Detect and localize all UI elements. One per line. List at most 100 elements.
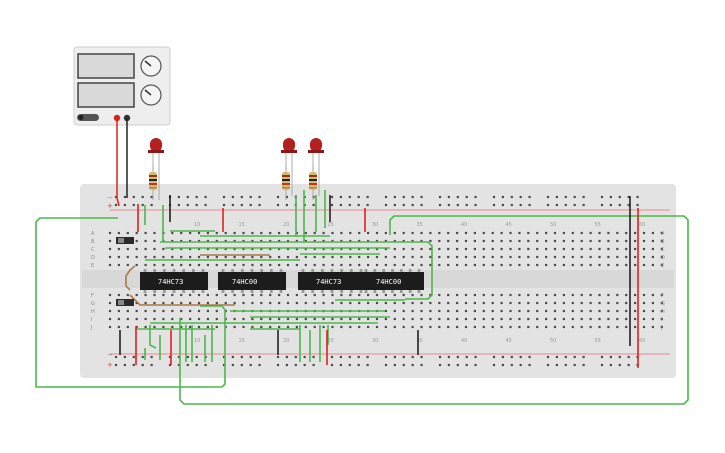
breadboard-hole[interactable] — [536, 301, 539, 305]
breadboard-hole[interactable] — [304, 239, 307, 243]
breadboard-hole[interactable] — [491, 255, 494, 259]
breadboard-hole[interactable] — [294, 363, 297, 367]
breadboard-hole[interactable] — [402, 247, 405, 251]
breadboard-hole[interactable] — [411, 301, 414, 305]
breadboard-hole[interactable] — [108, 309, 112, 313]
breadboard-hole[interactable] — [195, 363, 198, 367]
breadboard-hole[interactable] — [634, 325, 637, 329]
breadboard-hole[interactable] — [339, 363, 342, 367]
breadboard-hole[interactable] — [278, 263, 281, 267]
breadboard-hole[interactable] — [150, 195, 153, 199]
breadboard-hole[interactable] — [135, 247, 138, 251]
breadboard-hole[interactable] — [660, 309, 663, 313]
breadboard-hole[interactable] — [258, 355, 261, 359]
breadboard-hole[interactable] — [402, 293, 405, 297]
breadboard-hole[interactable] — [660, 325, 663, 329]
breadboard-hole[interactable] — [609, 363, 612, 367]
breadboard-hole[interactable] — [429, 301, 432, 305]
breadboard-hole[interactable] — [195, 203, 198, 207]
breadboard-hole[interactable] — [580, 301, 583, 305]
breadboard-hole[interactable] — [135, 263, 138, 267]
breadboard-hole[interactable] — [222, 355, 226, 359]
breadboard-hole[interactable] — [233, 255, 236, 259]
breadboard-hole[interactable] — [447, 263, 450, 267]
breadboard-hole[interactable] — [518, 239, 521, 243]
breadboard-hole[interactable] — [482, 247, 485, 251]
breadboard-hole[interactable] — [536, 309, 539, 313]
breadboard-hole[interactable] — [312, 355, 315, 359]
breadboard-hole[interactable] — [573, 195, 576, 199]
breadboard-hole[interactable] — [108, 239, 112, 243]
breadboard-hole[interactable] — [367, 255, 370, 259]
breadboard-hole[interactable] — [233, 325, 236, 329]
breadboard-hole[interactable] — [331, 317, 334, 321]
breadboard-hole[interactable] — [357, 195, 360, 199]
breadboard-hole[interactable] — [260, 293, 263, 297]
breadboard-hole[interactable] — [545, 301, 548, 305]
breadboard-hole[interactable] — [438, 247, 441, 251]
breadboard-hole[interactable] — [393, 355, 396, 359]
breadboard-hole[interactable] — [491, 231, 494, 235]
breadboard-hole[interactable] — [180, 317, 183, 321]
breadboard-hole[interactable] — [278, 317, 281, 321]
breadboard-hole[interactable] — [349, 263, 352, 267]
breadboard-hole[interactable] — [295, 255, 298, 259]
breadboard-hole[interactable] — [536, 239, 539, 243]
breadboard-hole[interactable] — [331, 263, 334, 267]
breadboard-hole[interactable] — [464, 239, 468, 243]
breadboard-hole[interactable] — [482, 325, 485, 329]
breadboard-hole[interactable] — [634, 239, 637, 243]
breadboard-hole[interactable] — [518, 263, 521, 267]
breadboard-hole[interactable] — [553, 239, 557, 243]
breadboard-hole[interactable] — [473, 325, 476, 329]
breadboard-hole[interactable] — [464, 263, 468, 267]
breadboard-hole[interactable] — [286, 317, 290, 321]
breadboard-hole[interactable] — [420, 309, 423, 313]
breadboard-hole[interactable] — [491, 293, 494, 297]
breadboard-hole[interactable] — [260, 239, 263, 243]
breadboard-hole[interactable] — [126, 231, 129, 235]
breadboard-hole[interactable] — [402, 231, 405, 235]
breadboard-hole[interactable] — [358, 247, 361, 251]
breadboard-hole[interactable] — [349, 247, 352, 251]
breadboard-hole[interactable] — [411, 355, 414, 359]
breadboard-hole[interactable] — [150, 363, 153, 367]
breadboard-hole[interactable] — [135, 239, 138, 243]
breadboard-hole[interactable] — [153, 301, 156, 305]
breadboard-hole[interactable] — [429, 247, 432, 251]
breadboard-hole[interactable] — [642, 325, 646, 329]
breadboard-hole[interactable] — [456, 301, 459, 305]
breadboard-hole[interactable] — [447, 239, 450, 243]
breadboard-hole[interactable] — [153, 317, 156, 321]
breadboard-hole[interactable] — [135, 317, 138, 321]
breadboard-hole[interactable] — [144, 317, 147, 321]
breadboard-hole[interactable] — [180, 293, 183, 297]
breadboard-hole[interactable] — [180, 309, 183, 313]
breadboard-hole[interactable] — [393, 263, 396, 267]
breadboard-hole[interactable] — [474, 195, 477, 199]
breadboard-hole[interactable] — [564, 195, 567, 199]
breadboard-hole[interactable] — [411, 239, 414, 243]
breadboard-hole[interactable] — [204, 195, 207, 199]
breadboard-hole[interactable] — [180, 231, 183, 235]
breadboard-hole[interactable] — [598, 247, 601, 251]
breadboard-hole[interactable] — [375, 317, 379, 321]
breadboard-hole[interactable] — [215, 247, 218, 251]
breadboard-hole[interactable] — [625, 231, 628, 235]
breadboard-hole[interactable] — [482, 301, 485, 305]
breadboard-hole[interactable] — [465, 195, 468, 199]
breadboard-hole[interactable] — [509, 309, 512, 313]
breadboard-hole[interactable] — [150, 203, 153, 207]
breadboard-hole[interactable] — [375, 301, 379, 305]
breadboard-hole[interactable] — [627, 363, 630, 367]
breadboard-hole[interactable] — [186, 363, 189, 367]
breadboard-hole[interactable] — [278, 325, 281, 329]
breadboard-hole[interactable] — [189, 263, 192, 267]
breadboard-hole[interactable] — [384, 355, 388, 359]
breadboard-hole[interactable] — [500, 247, 503, 251]
breadboard-hole[interactable] — [222, 363, 226, 367]
breadboard-hole[interactable] — [312, 195, 315, 199]
breadboard-hole[interactable] — [660, 293, 663, 297]
breadboard-hole[interactable] — [153, 309, 156, 313]
